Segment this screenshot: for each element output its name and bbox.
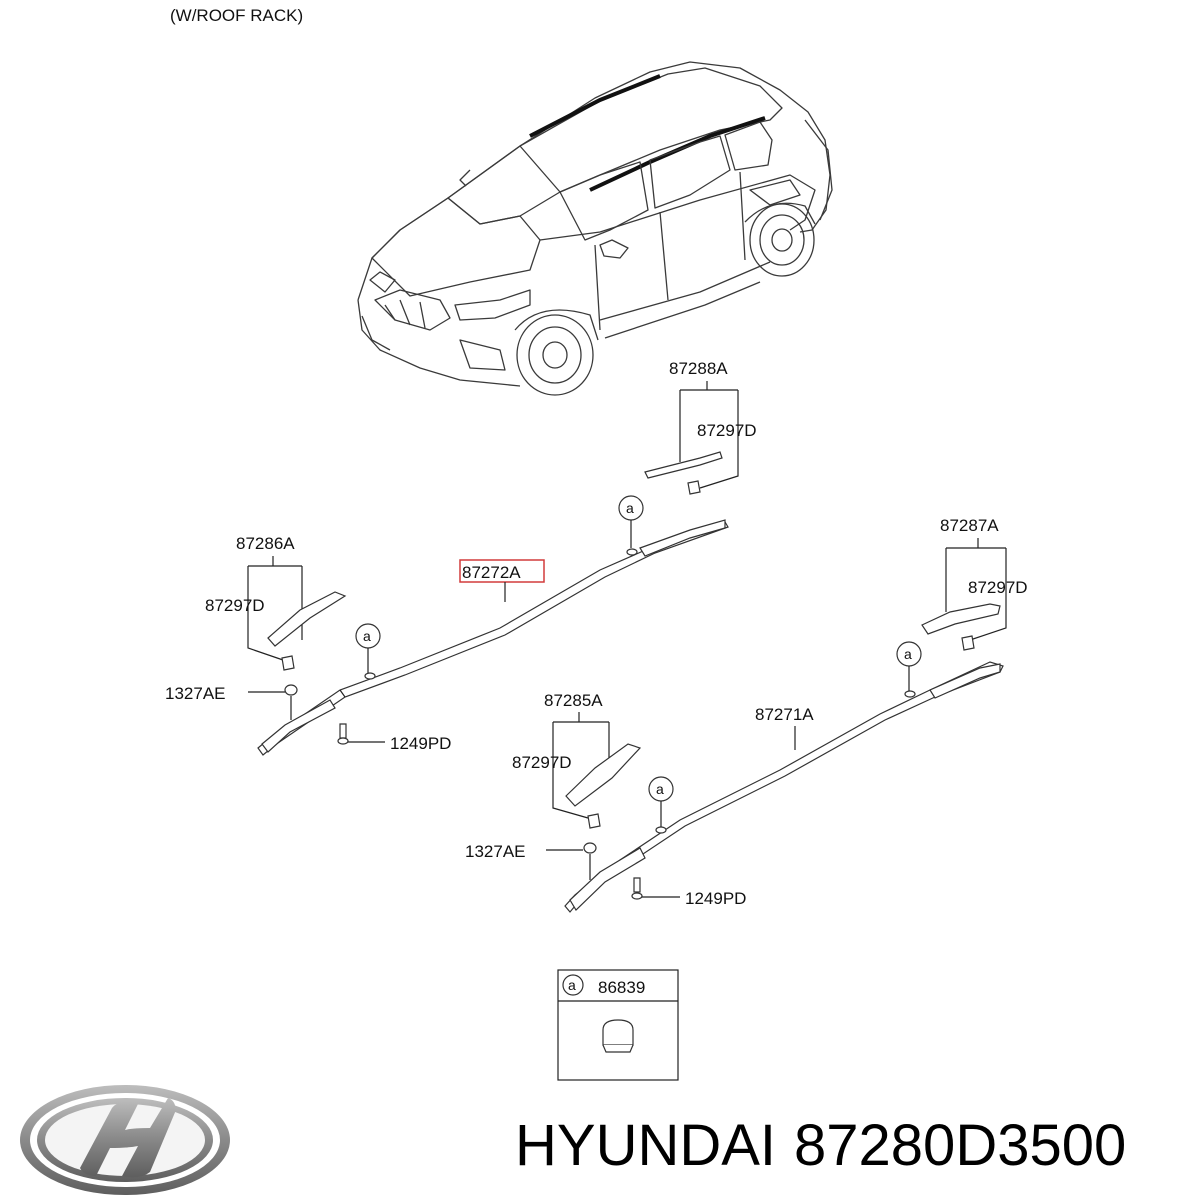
footer-title: HYUNDAI 87280D3500	[515, 1112, 1144, 1179]
label-87288A: 87288A	[669, 359, 728, 378]
bolt-1249PD-left	[337, 737, 349, 745]
label-1249PD-mid: 1249PD	[685, 889, 746, 908]
label-87287A: 87287A	[940, 516, 999, 535]
end-cap-87288A	[644, 451, 723, 479]
clip-87297D-right	[961, 635, 975, 651]
callout-a-3-letter: a	[904, 646, 912, 662]
label-87271A: 87271A	[755, 705, 814, 724]
end-cap-87285A	[565, 743, 642, 807]
callout-a-2-letter: a	[363, 628, 371, 644]
callout-a-4-letter: a	[656, 781, 664, 797]
label-1327AE-left: 1327AE	[165, 684, 226, 703]
legend-part-number: 86839	[598, 978, 645, 997]
roof-rail-left-assembly	[257, 519, 729, 756]
label-1327AE-mid: 1327AE	[465, 842, 526, 861]
highlight-box	[459, 559, 545, 583]
roof-rail-right-assembly	[564, 661, 1004, 913]
end-cap-87287A	[921, 603, 1001, 635]
legend-letter: a	[568, 977, 576, 993]
nut-1327AE-mid	[583, 842, 597, 854]
label-87297D-top: 87297D	[697, 421, 757, 440]
label-87297D-right: 87297D	[968, 578, 1028, 597]
cap-86839	[602, 1019, 634, 1046]
bolt-1249PD-mid	[631, 892, 643, 900]
part-number: 87280D3500	[794, 1113, 1127, 1178]
clip-87297D-left	[281, 655, 295, 671]
label-1249PD-left: 1249PD	[390, 734, 451, 753]
label-87272A: 87272A	[462, 563, 521, 582]
legend-box-86839: a 86839	[557, 969, 679, 1081]
label-87286A: 87286A	[236, 534, 295, 553]
end-cap-87286A	[267, 591, 347, 647]
variant-note: (W/ROOF RACK)	[170, 6, 303, 25]
clip-87297D-top	[687, 480, 701, 495]
hyundai-logo	[20, 1085, 230, 1195]
brand-name: HYUNDAI	[515, 1113, 777, 1178]
label-87297D-mid: 87297D	[512, 753, 572, 772]
car-illustration	[357, 61, 833, 396]
callout-a-1-letter: a	[626, 500, 634, 516]
label-87285A: 87285A	[544, 691, 603, 710]
clip-87297D-mid	[587, 813, 601, 829]
nut-1327AE-left	[284, 684, 298, 696]
label-87297D-left: 87297D	[205, 596, 265, 615]
